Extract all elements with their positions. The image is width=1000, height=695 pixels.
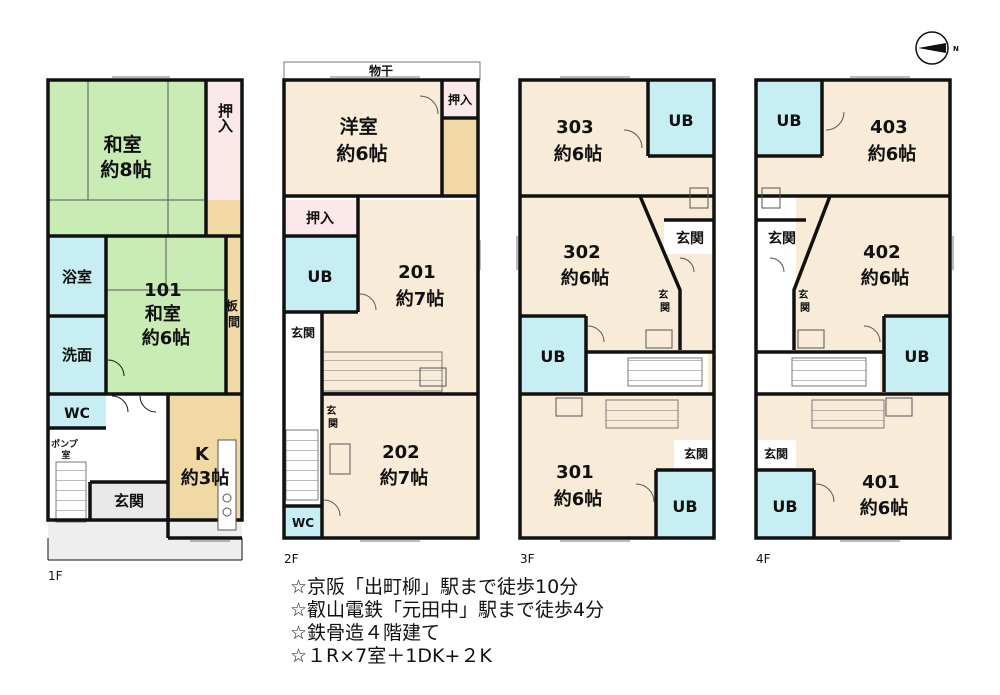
genkan-1f-label: 玄関 [114,492,144,510]
room-402-label: 402 約6帖 [861,242,910,289]
note-structure: ☆鉄骨造４階建て [290,622,441,644]
ub-302-area [520,316,586,392]
wc-2f-area [284,506,322,538]
floor-4f-label: 4F [756,552,771,566]
room-202-label: 202 約7帖 [380,442,429,489]
genkan-4f-bottom-label: 玄関 [764,446,788,461]
wood-area [206,200,242,236]
room-201-label: 201 約7帖 [396,262,445,310]
oshiire-mid-area [284,200,358,236]
wc-1f-label: WC [64,406,90,422]
floor-1f: 和室 約8帖 押入 浴室 101 和室 約6帖 板 間 洗面 WC ポンプ 室 … [46,76,244,583]
oshiire-mid-label: 押入 [306,210,334,227]
ub-301-label: UB [672,497,697,516]
ub-303-label: UB [668,111,693,130]
yokushitsu-label: 浴室 [62,268,92,286]
genkan-2f-vertical-label: 玄 関 [326,404,339,430]
yoshitsu-label: 洋室 約6帖 [336,115,387,165]
room-302-label: 302 約6帖 [561,242,610,289]
ub-403-label: UB [776,111,801,130]
note-keihan: ☆京阪「出町柳」駅まで徒歩10分 [290,576,579,598]
itama-label: 板 間 [226,298,242,329]
ub-402-label: UB [904,347,929,366]
room-303-label: 303 約6帖 [554,117,603,165]
ub-302-label: UB [540,347,565,366]
washitsu-8-area [48,80,206,236]
genkan-3f-top-label: 玄関 [676,230,704,247]
itama-area [226,236,242,394]
wc-2f-label: WC [292,516,314,530]
oshiire-1f-label: 押入 [216,102,234,133]
ub-301-area [656,470,714,538]
floor-2f-label: 2F [284,552,299,566]
ub-2f-label: UB [307,267,332,286]
oshiire-top-label: 押入 [448,92,472,107]
floor-2f: 物干 洋室 約6帖 押入 押入 UB 201 約7帖 玄関 玄 関 202 約7… [282,61,481,566]
ub-303-area [648,80,714,156]
note-layout: ☆１R×7室＋1DK+２K [290,645,492,667]
compass-icon: N [915,31,959,65]
oshiire-top-area [442,80,478,116]
room-401-label: 401 約6帖 [860,472,909,519]
floor-4f: UB 403 約6帖 玄関 402 約6帖 玄 関 UB 玄関 UB 401 約… [754,76,954,566]
genkan-3f-bottom-label: 玄関 [684,446,708,461]
room-301-label: 301 約6帖 [554,462,603,510]
genkan-4f-vertical-label: 玄 関 [798,288,811,314]
floor-1f-label: 1F [48,569,63,583]
oshiire-area [206,80,242,200]
room-101-label: 101 和室 約6帖 [142,280,191,349]
entrance-step [48,520,242,560]
wc-area [48,394,106,428]
compass-north-label: N [953,45,959,53]
genkan-3f-vertical-label: 玄 関 [658,288,671,314]
genkan-2f-label: 玄関 [291,325,315,340]
property-notes: ☆京阪「出町柳」駅まで徒歩10分 ☆叡山電鉄「元田中」駅まで徒歩4分 ☆鉄骨造４… [290,576,810,668]
genkan-area [90,482,168,518]
room-202-area [322,396,478,538]
senmen-area [48,316,106,394]
ub-403-area [756,80,822,156]
room-403-label: 403 約6帖 [868,117,917,165]
ub-402-area [884,316,950,392]
yoshitsu-area [284,80,442,196]
floor-3f: 303 約6帖 UB 玄関 302 約6帖 玄 関 UB 玄関 301 約6帖 … [516,76,716,566]
genkan-4f-top-label: 玄関 [768,230,796,247]
ub-401-label: UB [772,497,797,516]
monohoshi-label: 物干 [369,63,393,78]
senmen-label: 洗面 [62,346,92,364]
kitchen-label: K 約3帖 [181,444,230,489]
ub-2f-area [284,236,358,312]
yokushitsu-area [48,236,106,316]
note-eizan: ☆叡山電鉄「元田中」駅まで徒歩4分 [290,599,605,621]
floor-3f-label: 3F [520,552,535,566]
wood-2f-area [442,120,478,196]
washitsu-8-label: 和室 約8帖 [100,133,151,181]
ub-401-area [756,470,814,538]
pump-room-label: ポンプ 室 [51,438,81,461]
